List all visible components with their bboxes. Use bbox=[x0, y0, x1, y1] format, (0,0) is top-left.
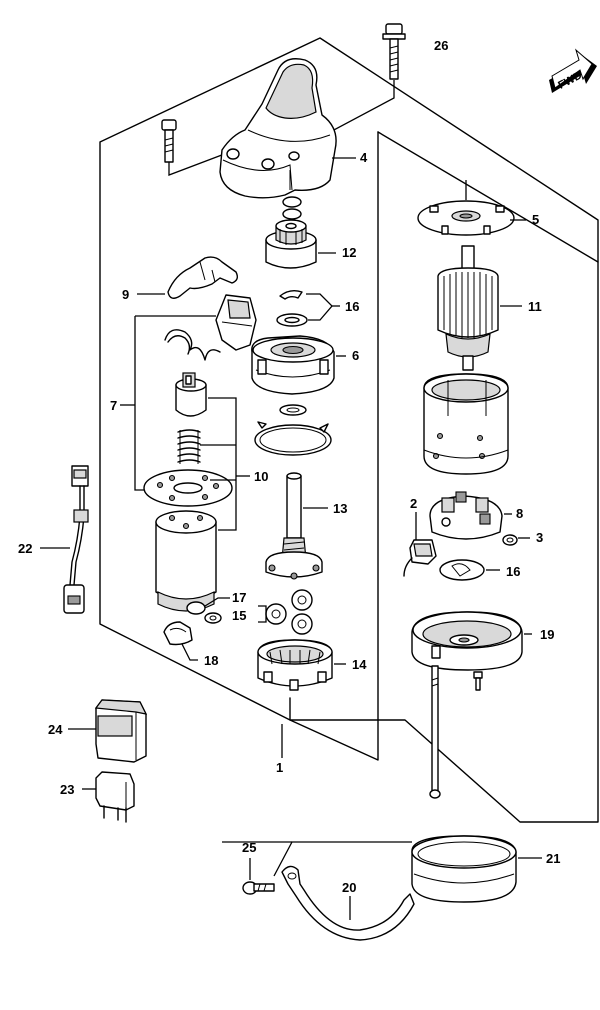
callout-7: 7 bbox=[110, 398, 117, 413]
callout-26: 26 bbox=[434, 38, 448, 53]
callout-3: 3 bbox=[536, 530, 543, 545]
pinion-part-12 bbox=[265, 219, 317, 269]
shift-lever-part-9 bbox=[167, 256, 239, 299]
brush-holder-piece bbox=[215, 294, 257, 351]
callout-17: 17 bbox=[232, 590, 246, 605]
brush-holder-part-8 bbox=[429, 491, 503, 540]
gear-cover-part-6 bbox=[251, 335, 335, 395]
through-bolt bbox=[429, 665, 441, 799]
retaining-clips-part-16 bbox=[276, 289, 340, 327]
bolt-part-26 bbox=[382, 23, 406, 92]
callout-6: 6 bbox=[352, 348, 359, 363]
callout-24: 24 bbox=[48, 722, 63, 737]
relay-part-24 bbox=[94, 699, 148, 763]
callout-14: 14 bbox=[352, 657, 367, 672]
callout-15: 15 bbox=[232, 608, 246, 623]
callout-13: 13 bbox=[333, 501, 347, 516]
callout-9: 9 bbox=[122, 287, 129, 302]
fwd-arrow-icon: FWD bbox=[549, 48, 597, 93]
drive-shaft-part-13 bbox=[265, 472, 323, 580]
terminal-part-2 bbox=[403, 539, 437, 577]
small-screw bbox=[473, 671, 483, 691]
solenoid-body bbox=[155, 510, 217, 615]
bolt-part-25 bbox=[242, 858, 275, 895]
callout-5: 5 bbox=[532, 212, 539, 227]
end-cover-part-19 bbox=[411, 611, 523, 671]
callout-8: 8 bbox=[516, 506, 523, 521]
callout-2: 2 bbox=[410, 496, 417, 511]
callout-21: 21 bbox=[546, 851, 560, 866]
callout-23: 23 bbox=[60, 782, 74, 797]
gasket-ring bbox=[254, 421, 332, 456]
callout-12: 12 bbox=[342, 245, 356, 260]
callout-16-lower: 16 bbox=[506, 564, 520, 579]
clamp-part-18 bbox=[163, 621, 193, 646]
return-spring bbox=[177, 429, 201, 464]
ring-gear-part-14 bbox=[257, 639, 333, 691]
assembly-outline bbox=[99, 37, 599, 823]
wire-harness-part-22 bbox=[63, 465, 89, 614]
solenoid-plunger bbox=[175, 372, 207, 417]
callout-4: 4 bbox=[360, 150, 368, 165]
relay-part-23 bbox=[95, 771, 135, 823]
callout-11: 11 bbox=[528, 299, 542, 314]
spring-wire bbox=[164, 329, 221, 361]
nut-part-17 bbox=[204, 612, 222, 624]
armature-part-11 bbox=[437, 245, 499, 371]
insulator-part-16-lower bbox=[439, 559, 485, 581]
armature-group-outline bbox=[289, 131, 379, 761]
contact-plate bbox=[143, 469, 233, 507]
callout-22: 22 bbox=[18, 541, 32, 556]
bracket-part-20 bbox=[281, 865, 415, 941]
band-part-21 bbox=[411, 835, 517, 903]
callout-16-top: 16 bbox=[345, 299, 359, 314]
front-housing-part-4 bbox=[219, 58, 337, 199]
callout-19: 19 bbox=[540, 627, 554, 642]
planetary-gears-part-15 bbox=[265, 589, 313, 635]
callout-25: 25 bbox=[242, 840, 256, 855]
callout-18: 18 bbox=[204, 653, 218, 668]
callout-10: 10 bbox=[254, 469, 268, 484]
callout-20: 20 bbox=[342, 880, 356, 895]
callout-1: 1 bbox=[276, 760, 283, 775]
end-plate-part-5 bbox=[417, 180, 515, 236]
yoke-frame bbox=[423, 373, 509, 475]
